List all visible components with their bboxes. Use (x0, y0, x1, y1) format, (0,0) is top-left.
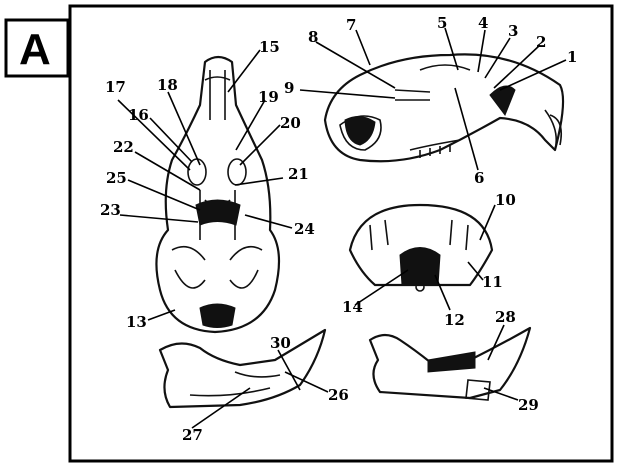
label-27: 27 (182, 426, 203, 444)
label-4: 4 (478, 14, 488, 32)
label-18: 18 (157, 76, 178, 94)
label-17: 17 (105, 78, 126, 96)
label-2: 2 (536, 33, 546, 51)
label-16: 16 (128, 106, 149, 124)
label-29: 29 (518, 396, 539, 414)
label-22: 22 (113, 138, 134, 156)
label-15: 15 (259, 38, 280, 56)
skull-posterior-view (350, 205, 492, 291)
label-23: 23 (100, 201, 121, 219)
label-20: 20 (280, 114, 301, 132)
label-19: 19 (258, 88, 279, 106)
label-30: 30 (270, 334, 291, 352)
label-25: 25 (106, 169, 127, 187)
label-13: 13 (126, 313, 147, 331)
label-14: 14 (342, 298, 363, 316)
label-10: 10 (495, 191, 516, 209)
label-7: 7 (346, 16, 356, 34)
label-1: 1 (567, 48, 577, 66)
label-11: 11 (482, 273, 503, 291)
label-8: 8 (308, 28, 318, 46)
label-21: 21 (288, 165, 309, 183)
label-3: 3 (508, 22, 518, 40)
label-9: 9 (284, 79, 294, 97)
label-5: 5 (437, 14, 447, 32)
label-28: 28 (495, 308, 516, 326)
label-26: 26 (328, 386, 349, 404)
label-12: 12 (444, 311, 465, 329)
panel-letter: A (19, 25, 51, 74)
label-6: 6 (474, 169, 484, 187)
label-24: 24 (294, 220, 315, 238)
